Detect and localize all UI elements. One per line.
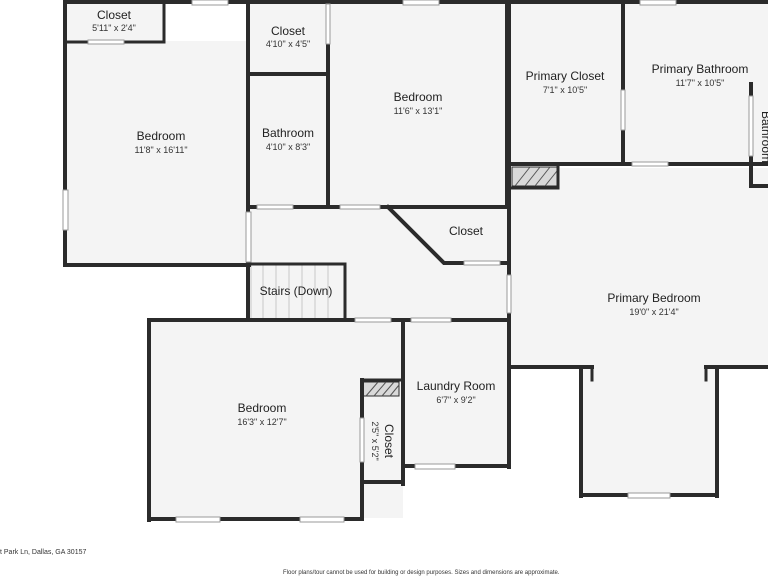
dim-closet-vertical: 2'5" x 5'2" [370,421,380,460]
door-gap [748,95,754,157]
window [402,0,440,6]
hatch-primary-closet [511,166,558,187]
label-closet-top-mid: Closet [271,24,306,38]
window [639,0,677,6]
label-bedroom-left: Bedroom [137,129,186,143]
dim-primary-bathroom: 11'7" x 10'5" [676,78,725,88]
label-bathroom: Bathroom [262,126,314,140]
dim-primary-bedroom: 19'0" x 21'4" [629,307,678,317]
floor-laundry [405,321,508,466]
label-bedroom-top: Bedroom [394,90,443,104]
door-gap [339,204,381,210]
window [175,516,221,523]
floor-primary-bathroom [624,3,768,163]
label-primary-bathroom: Primary Bathroom [652,62,749,76]
floor-areas [67,3,768,518]
dim-bathroom: 4'10" x 8'3" [266,142,310,152]
openings [62,0,754,523]
floor-primary-bedroom [511,168,768,367]
disclaimer-text: Floor plans/tour cannot be used for buil… [283,570,560,576]
dim-closet-top-left: 5'11" x 2'4" [92,23,136,33]
label-closet-top-left: Closet [97,8,132,22]
door-gap [620,89,626,131]
door-gap [325,3,331,45]
dim-closet-top-mid: 4'10" x 4'5" [266,39,310,49]
door-gap [256,204,294,210]
dim-primary-closet: 7'1" x 10'5" [543,85,587,95]
floor-closet-top-left [67,3,163,41]
dim-bedroom-bottom: 16'3" x 12'7" [237,417,286,427]
door-gap [354,317,392,323]
label-closet-hall: Closet [449,224,484,238]
window [62,189,69,231]
floor-bathroom [250,75,327,206]
floor-primary-bedroom-alcove [583,367,716,495]
window [627,492,671,499]
label-bathroom-edge: Bathroom [759,111,768,163]
floor-primary-closet [511,3,622,163]
window [299,516,345,523]
door-gap [410,317,452,323]
window [414,463,456,470]
door-gap [463,260,501,266]
door-gap [359,417,365,463]
label-primary-bedroom: Primary Bedroom [607,291,700,305]
floor-bedroom-top [329,3,506,206]
label-primary-closet: Primary Closet [526,69,605,83]
label-bedroom-bottom: Bedroom [238,401,287,415]
window [87,39,125,45]
label-closet-vertical: Closet [382,424,396,459]
dim-bedroom-top: 11'6" x 13'1" [394,106,443,116]
door-gap [245,211,252,263]
label-laundry: Laundry Room [417,379,496,393]
room-labels: Closet 5'11" x 2'4" Bedroom 11'8" x 16'1… [92,8,768,461]
floor-bedroom-left [67,41,248,264]
dim-bedroom-left: 11'8" x 16'11" [134,145,187,155]
floor-closet-top-mid [250,3,327,75]
door-gap [506,274,512,314]
address-text: t Park Ln, Dallas, GA 30157 [0,549,87,556]
label-stairs: Stairs (Down) [260,284,333,298]
window [191,0,229,6]
door-gap [631,161,669,167]
dim-laundry: 6'7" x 9'2" [436,395,475,405]
